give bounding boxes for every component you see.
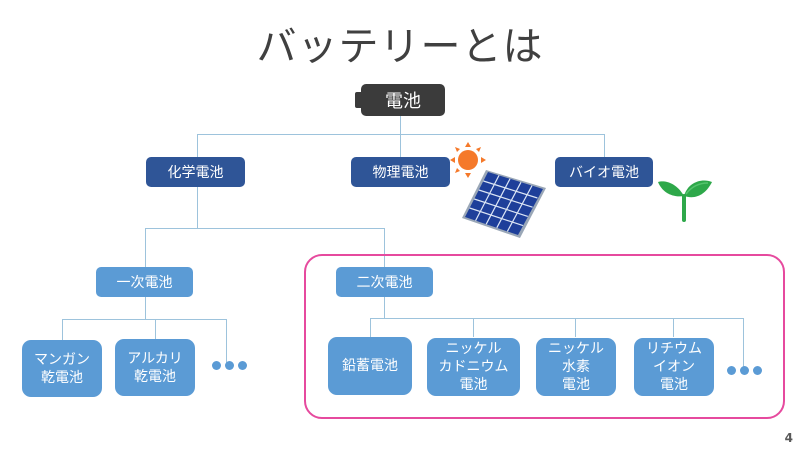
root-node-battery: 電池: [361, 84, 445, 116]
more-ellipsis-icon: [727, 366, 762, 375]
leaf-lead-acid-battery: 鉛蓄電池: [328, 337, 412, 395]
connector: [743, 318, 744, 368]
connector: [575, 318, 576, 337]
secondary-battery-highlight-frame: [304, 254, 785, 419]
connector: [673, 318, 674, 337]
sprout-icon: [658, 180, 712, 222]
connector: [197, 134, 605, 135]
node-label: ニッケル 水素 電池: [548, 341, 604, 393]
connector: [145, 228, 146, 267]
node-label: アルカリ 乾電池: [127, 350, 183, 385]
root-node-label: 電池: [385, 91, 421, 112]
leaf-nickel-metal-hydride-battery: ニッケル 水素 電池: [536, 338, 616, 396]
connector: [155, 319, 156, 340]
connector: [384, 228, 385, 267]
node-primary-battery: 一次電池: [96, 267, 193, 297]
battery-terminal: [355, 92, 363, 108]
connector: [145, 228, 385, 229]
connector: [226, 319, 227, 365]
node-label: マンガン 乾電池: [34, 351, 90, 386]
node-label: 鉛蓄電池: [342, 358, 398, 374]
connector: [384, 297, 385, 318]
connector: [370, 318, 371, 337]
connector: [604, 134, 605, 157]
connector: [400, 116, 401, 134]
slide-title: バッテリーとは: [256, 24, 544, 70]
connector: [62, 319, 63, 340]
connector: [400, 134, 401, 157]
node-label: 一次電池: [116, 275, 173, 291]
node-label: リチウム イオン 電池: [646, 341, 702, 393]
node-label: ニッケル カドニウム 電池: [438, 341, 509, 393]
leaf-lithium-ion-battery: リチウム イオン 電池: [634, 338, 714, 396]
node-label: 化学電池: [167, 165, 224, 181]
connector: [370, 318, 744, 319]
sun-icon: [450, 142, 486, 178]
connector: [145, 297, 146, 319]
node-label: 物理電池: [372, 165, 429, 181]
node-label: バイオ電池: [569, 165, 639, 181]
page-number: 4: [784, 431, 793, 445]
more-ellipsis-icon: [212, 361, 247, 370]
connector: [197, 134, 198, 157]
node-secondary-battery: 二次電池: [336, 267, 433, 297]
solar-panel-icon: [450, 142, 546, 238]
connector: [197, 187, 198, 228]
node-bio-battery: バイオ電池: [555, 157, 653, 187]
node-label: 二次電池: [356, 275, 413, 291]
leaf-alkaline-dry-cell: アルカリ 乾電池: [115, 339, 195, 396]
node-chemical-battery: 化学電池: [146, 157, 245, 187]
connector: [473, 318, 474, 337]
node-physical-battery: 物理電池: [351, 157, 450, 187]
connector: [62, 319, 227, 320]
leaf-manganese-dry-cell: マンガン 乾電池: [22, 340, 102, 397]
leaf-nickel-cadmium-battery: ニッケル カドニウム 電池: [427, 338, 520, 396]
